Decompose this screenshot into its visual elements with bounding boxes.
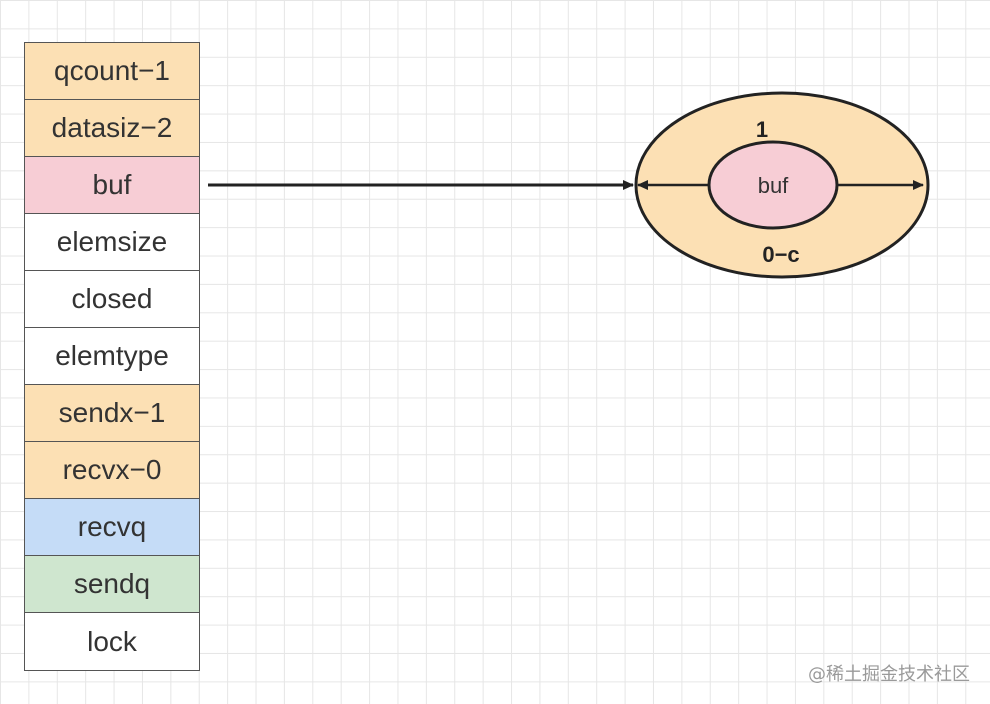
- ring-inner-label: buf: [758, 173, 789, 198]
- field-qcount: qcount−1: [25, 43, 199, 100]
- field-closed: closed: [25, 271, 199, 328]
- field-lock: lock: [25, 613, 199, 670]
- watermark-text: @稀土掘金技术社区: [808, 664, 970, 685]
- ring-bottom-label: 0−c: [762, 242, 799, 267]
- field-recvq: recvq: [25, 499, 199, 556]
- field-elemtype: elemtype: [25, 328, 199, 385]
- field-buf: buf: [25, 157, 199, 214]
- field-elemsize: elemsize: [25, 214, 199, 271]
- ring-top-label: 1: [756, 117, 768, 142]
- field-sendx: sendx−1: [25, 385, 199, 442]
- field-sendq: sendq: [25, 556, 199, 613]
- field-datasiz: datasiz−2: [25, 100, 199, 157]
- field-recvx: recvx−0: [25, 442, 199, 499]
- hchan-struct-table: qcount−1 datasiz−2 buf elemsize closed e…: [24, 42, 200, 671]
